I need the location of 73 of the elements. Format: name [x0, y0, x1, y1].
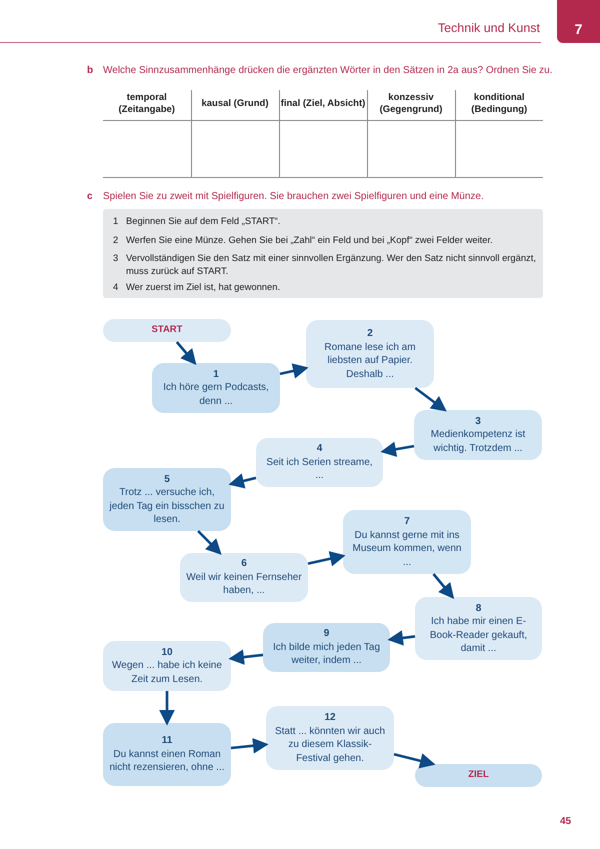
arrow [159, 691, 175, 726]
column-header: konzessiv (Gegengrund) [367, 90, 455, 120]
arrow [414, 386, 447, 412]
game-field [306, 320, 434, 388]
field-label: ZIEL [468, 769, 489, 782]
arrow [230, 738, 269, 754]
sentence-text: Medienkompetenz ist wichtig. Trotzdem ... [430, 428, 526, 456]
task-letter: b [87, 65, 94, 76]
task-instruction: Welche Sinnzusammenhänge drücken die ergänzten Wörter in den Sätzen in 2a aus? Ordnen Sie zu. [103, 65, 553, 76]
field-number: 10 [161, 646, 173, 660]
field-number: 4 [316, 442, 322, 456]
task-letter: c [87, 191, 93, 202]
field-number: 3 [475, 414, 481, 428]
step-number: 4 [113, 281, 118, 294]
field-number: 12 [324, 711, 336, 724]
step-text: Wer zuerst im Ziel ist, hat gewonnen. [126, 281, 282, 294]
game-field [415, 597, 542, 660]
task-instruction: Spielen Sie zu zweit mit Spielfiguren. Sie brauchen zwei Spielfiguren und eine Münze. [103, 191, 484, 202]
game-field [152, 363, 280, 413]
step-text: Beginnen Sie auf dem Feld „START“. [126, 215, 282, 228]
step-number: 1 [113, 215, 118, 228]
field-number: 2 [367, 327, 373, 340]
sentence-text: Du kannst einen Roman nicht rezensieren, ohne ... [109, 748, 225, 775]
step-text: Werfen Sie eine Münze. Gehen Sie bei „Zahl“ ein Feld und bei „Kopf“ zwei Felder weiter. [126, 234, 494, 247]
chapter-title: Technik und Kunst [438, 21, 540, 35]
field-label: START [152, 324, 182, 337]
game-field [414, 410, 542, 460]
game-field [103, 641, 231, 691]
field-number: 9 [324, 627, 330, 641]
step-number: 3 [113, 252, 118, 265]
field-number: 7 [404, 515, 410, 528]
page-number: 45 [560, 816, 572, 827]
game-field [103, 468, 231, 531]
sentence-text: Weil wir keinen Fernseher haben, ... [186, 570, 302, 598]
step-number: 2 [113, 234, 118, 247]
game-field [256, 438, 383, 487]
sentence-text: Romane lese ich am liebsten auf Papier. Deshalb ... [323, 340, 417, 381]
arrow [197, 530, 222, 555]
arrow [176, 341, 196, 365]
arrow [387, 630, 416, 646]
arrow [228, 473, 256, 488]
start-field [103, 319, 231, 342]
arrow [432, 573, 454, 599]
arrow [228, 649, 264, 665]
game-field [180, 553, 308, 602]
step-text: Vervollständigen Sie den Satz mit einer sinnvollen Ergänzung. Wer den Satz nicht sinnvoll ergänzt, muss zurück auf START. [126, 252, 537, 278]
sentence-text: Du kannst gerne mit ins Museum kommen, wenn ... [352, 528, 462, 569]
game-field [103, 723, 231, 786]
column-header: final (Ziel, Absicht) [279, 90, 367, 120]
sentence-text: Wegen ... habe ich keine Zeit zum Lesen. [111, 659, 223, 686]
game-field [343, 510, 471, 574]
game-field [263, 623, 390, 672]
sentence-text: Trotz ... versuche ich, jeden Tag ein bisschen zu lesen. [109, 486, 225, 526]
column-header: temporal (Zeitangabe) [103, 90, 191, 120]
arrow [394, 752, 436, 768]
sentence-text: Seit ich Serien streame, ... [265, 456, 374, 483]
arrow [280, 363, 309, 379]
arrow [308, 551, 346, 566]
field-number: 1 [213, 368, 219, 382]
goal-field [415, 764, 542, 787]
field-number: 11 [162, 734, 172, 748]
field-number: 6 [241, 557, 247, 571]
column-header: kausal (Grund) [191, 90, 279, 120]
sentence-text: Ich höre gern Podcasts, denn ... [162, 381, 270, 408]
sentence-text: Statt ... könnten wir auch zu diesem Klassik-Festival gehen. [274, 724, 386, 765]
field-number: 8 [476, 602, 482, 615]
sentence-text: Ich habe mir einen E-Book-Reader gekauft, damit ... [428, 615, 528, 656]
column-header: konditional (Bedingung) [455, 90, 543, 120]
game-field [266, 706, 394, 770]
chapter-tab: 7 [557, 0, 600, 43]
field-number: 5 [164, 472, 170, 486]
sentence-text: Ich bilde mich jeden Tag weiter, indem ... [272, 640, 382, 668]
arrow [380, 442, 414, 457]
